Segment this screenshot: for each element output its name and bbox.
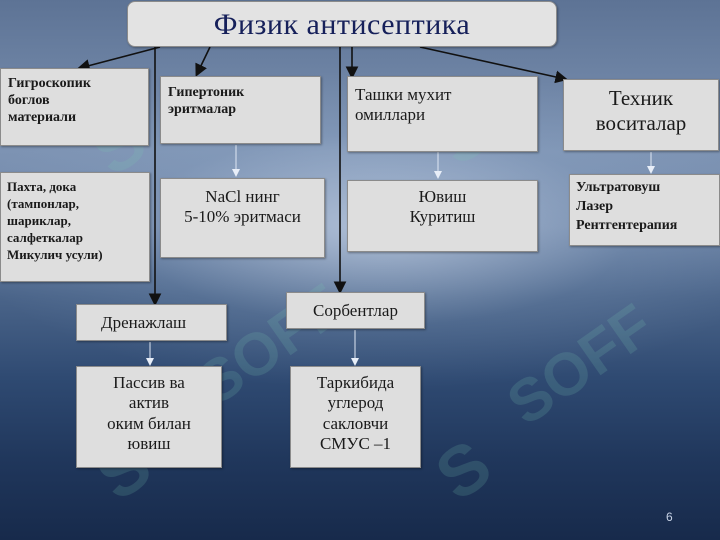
detail-external-line: Куритиш [409, 207, 476, 227]
category-hypertonic-line: Гипертоник [168, 85, 245, 100]
category-hygroscopic-line: боглов [8, 92, 50, 108]
category-hygroscopic-line: Гигроскопик [8, 76, 91, 91]
detail-drainage-line: ювиш [127, 434, 171, 454]
detail-drainage-line: актив [128, 393, 170, 413]
detail-hypertonic-line: 5-10% эритмаси [184, 207, 301, 227]
detail-hygroscopic-line: Пахта, дока [7, 179, 77, 194]
detail-hypertonic: NaCl нинг 5-10% эритмаси [160, 178, 325, 258]
category-technical-line: Техник [608, 86, 674, 110]
category-external-factors: Ташки мухит омиллари [347, 76, 538, 152]
detail-external-line: Ювиш [418, 187, 467, 206]
page-title: Физик антисептика [127, 1, 557, 47]
category-external-line: омиллари [355, 105, 426, 125]
category-external-line: Ташки мухит [355, 85, 452, 104]
category-hygroscopic: Гигроскопик боглов материали [0, 68, 149, 146]
detail-hygroscopic-line: (тампонлар, [7, 195, 79, 211]
detail-technical-line: Рентгентерапия [576, 217, 678, 233]
detail-hygroscopic-line: Микулич усули) [7, 246, 103, 262]
category-drainage: Дренажлаш [76, 304, 227, 341]
detail-technical-line: Лазер [576, 198, 614, 214]
detail-sorbents-line: СМУС –1 [319, 434, 392, 454]
detail-hygroscopic-line: шариклар, [7, 212, 71, 228]
page-number: 6 [666, 510, 673, 524]
detail-technical-line: Ультратовуш [576, 180, 661, 195]
detail-hypertonic-line: NaCl нинг [205, 187, 280, 206]
category-hygroscopic-line: материали [8, 109, 77, 125]
detail-hygroscopic: Пахта, дока (тампонлар, шариклар, салфет… [0, 172, 150, 282]
detail-sorbents: Таркибида углерод сакловчи СМУС –1 [290, 366, 421, 468]
detail-sorbents-line: Таркибида [316, 373, 395, 392]
category-technical-line: воситалар [595, 111, 687, 136]
category-hypertonic: Гипертоник эритмалар [160, 76, 321, 144]
detail-drainage: Пассив ва актив оким билан ювиш [76, 366, 222, 468]
detail-sorbents-line: углерод [327, 393, 384, 413]
detail-drainage-line: Пассив ва [113, 373, 185, 392]
detail-hygroscopic-line: салфеткалар [7, 229, 83, 245]
category-sorbents: Сорбентлар [286, 292, 425, 329]
detail-technical: Ультратовуш Лазер Рентгентерапия [569, 174, 720, 246]
detail-sorbents-line: сакловчи [322, 413, 389, 433]
detail-drainage-line: оким билан [107, 413, 191, 433]
category-hypertonic-line: эритмалар [168, 101, 236, 117]
category-technical: Техник воситалар [563, 79, 719, 151]
detail-external-factors: Ювиш Куритиш [347, 180, 538, 252]
